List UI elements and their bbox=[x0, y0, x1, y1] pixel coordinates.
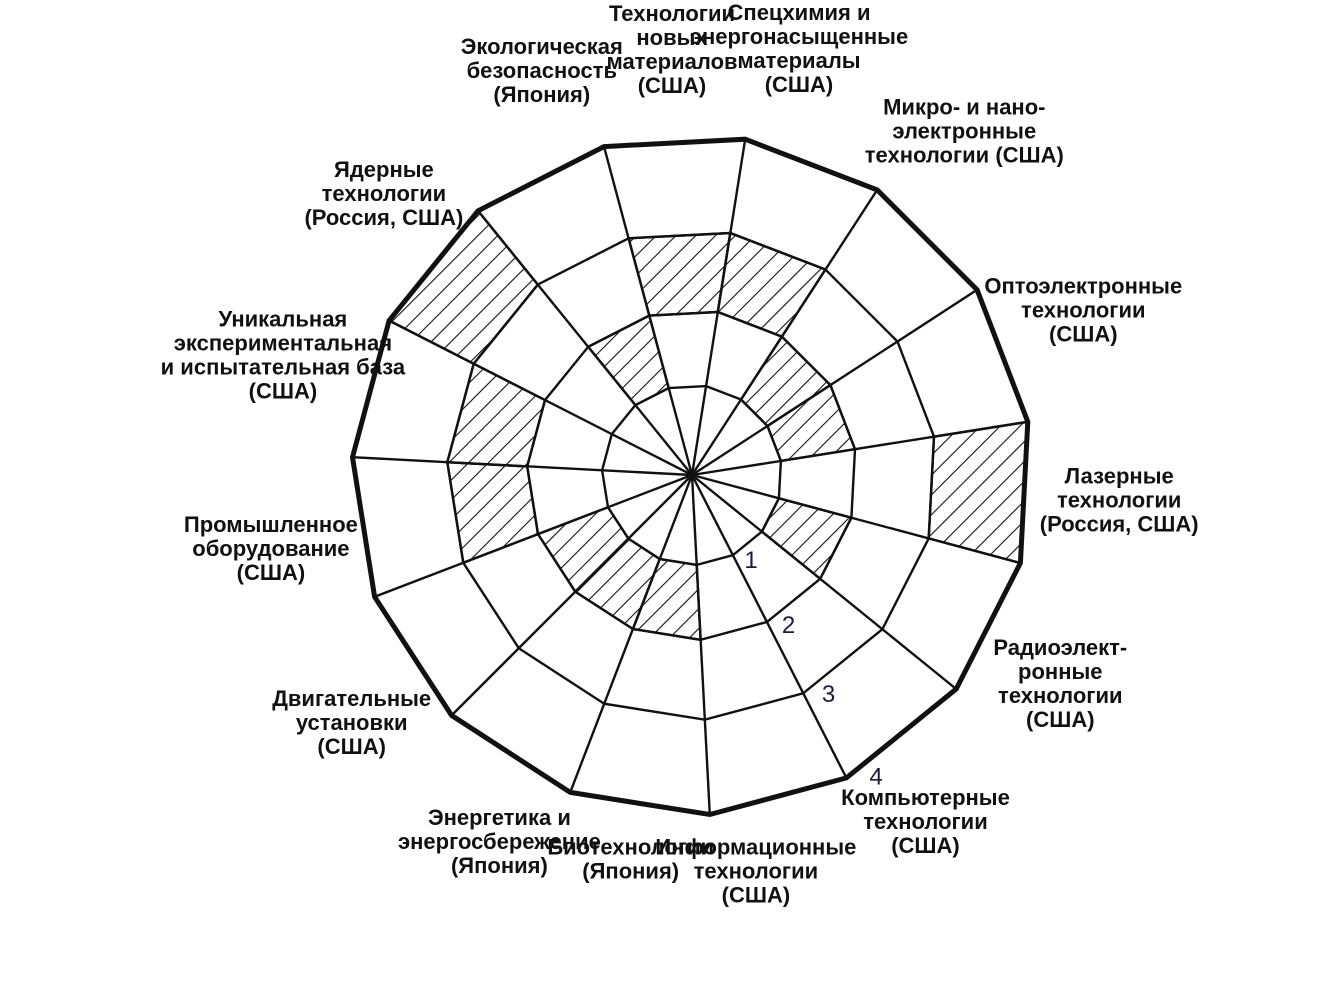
category-label-line: технологии (США) bbox=[865, 143, 1064, 168]
level-labels: 1 2 3 4 bbox=[744, 547, 882, 791]
spoke-1 bbox=[602, 146, 694, 476]
category-label-line: (Япония) bbox=[451, 853, 548, 878]
spoke-14 bbox=[388, 319, 693, 477]
category-label-line: Компьютерные bbox=[841, 785, 1010, 810]
category-label-line: технологии bbox=[322, 181, 446, 206]
spoke-2 bbox=[690, 139, 747, 476]
ring-2 bbox=[525, 310, 857, 642]
category-label-line: Ядерные bbox=[334, 157, 434, 182]
category-label-line: (США) bbox=[317, 734, 386, 759]
category-label-line: (Япония) bbox=[582, 858, 679, 883]
spoke-6 bbox=[691, 473, 1021, 565]
category-label-line: Оптоэлектронные bbox=[984, 273, 1182, 298]
category-label-line: (США) bbox=[1026, 707, 1095, 732]
spokes bbox=[352, 139, 1028, 815]
category-label-9: Биотехнологии(Япония) bbox=[547, 834, 714, 883]
spoke-13 bbox=[352, 456, 693, 477]
category-label-line: (США) bbox=[249, 379, 318, 404]
category-label-line: технологии bbox=[998, 683, 1122, 708]
ring-4 bbox=[349, 136, 1031, 818]
spoke-7 bbox=[691, 474, 957, 690]
category-label-line: Уникальная bbox=[219, 307, 348, 332]
spoke-12 bbox=[374, 473, 693, 598]
spoke-5 bbox=[691, 420, 1028, 477]
category-label-line: (США) bbox=[638, 73, 707, 98]
spoke-9 bbox=[690, 474, 711, 815]
category-label-line: (США) bbox=[765, 72, 834, 97]
level-label-2: 2 bbox=[782, 612, 795, 639]
spoke-3 bbox=[690, 189, 879, 476]
category-label-line: технологии bbox=[694, 859, 818, 884]
category-label-line: Радиоэлект- bbox=[993, 635, 1127, 660]
category-label-line: Двигательные bbox=[272, 686, 431, 711]
ring-1 bbox=[600, 384, 783, 567]
category-label-line: Энергетика и bbox=[428, 805, 571, 830]
ring-3 bbox=[446, 231, 936, 721]
category-label-line: новых bbox=[636, 25, 708, 50]
category-label-line: материалов bbox=[606, 49, 737, 74]
sector-level-1 bbox=[627, 231, 732, 317]
category-label-line: Лазерные bbox=[1065, 464, 1174, 489]
category-label-line: Биотехнологии bbox=[547, 834, 714, 859]
category-label-line: энергосбережение bbox=[398, 829, 601, 854]
level-rings bbox=[349, 136, 1031, 818]
category-label-line: безопасность bbox=[467, 58, 617, 83]
spoke-10 bbox=[569, 474, 694, 793]
category-label-line: и испытательная база bbox=[161, 355, 406, 380]
category-label-line: (Япония) bbox=[493, 82, 590, 107]
shaded-sectors bbox=[387, 208, 1030, 642]
level-label-1: 1 bbox=[744, 547, 757, 574]
spoke-4 bbox=[691, 288, 978, 477]
category-label-line: установки bbox=[296, 710, 408, 735]
level-label-4: 4 bbox=[869, 764, 882, 791]
category-label-line: технологии bbox=[1057, 488, 1181, 513]
category-label-line: ронные bbox=[1018, 659, 1102, 684]
spoke-11 bbox=[450, 474, 693, 717]
category-label-line: Экологическая bbox=[461, 34, 623, 59]
category-label-line: Технологии bbox=[609, 1, 735, 26]
category-label-line: Информационные bbox=[655, 835, 856, 860]
category-label-line: технологии bbox=[1021, 297, 1145, 322]
category-label-line: (США) bbox=[237, 560, 306, 585]
sector-level-14 bbox=[387, 208, 540, 366]
category-label-line: (США) bbox=[722, 883, 791, 908]
category-label-line: (США) bbox=[1049, 321, 1118, 346]
category-label-line: Промышленное bbox=[184, 512, 358, 537]
category-label-line: электронные bbox=[892, 119, 1036, 144]
category-label-line: технологии bbox=[863, 809, 987, 834]
category-label-line: оборудование bbox=[192, 536, 349, 561]
category-label-line: (США) bbox=[891, 833, 960, 858]
level-label-3: 3 bbox=[822, 681, 835, 708]
category-label-line: Спецхимия и bbox=[728, 0, 871, 25]
spoke-15 bbox=[477, 210, 693, 476]
category-label-line: экспериментальная bbox=[174, 331, 392, 356]
spoke-8 bbox=[690, 474, 848, 779]
category-label-line: (Россия, США) bbox=[1040, 512, 1199, 537]
category-label-line: энергонасыщенные bbox=[690, 24, 908, 49]
category-label-line: Микро- и нано- bbox=[883, 95, 1045, 120]
category-label-line: материалы bbox=[737, 48, 860, 73]
category-label-line: (Россия, США) bbox=[304, 205, 463, 230]
